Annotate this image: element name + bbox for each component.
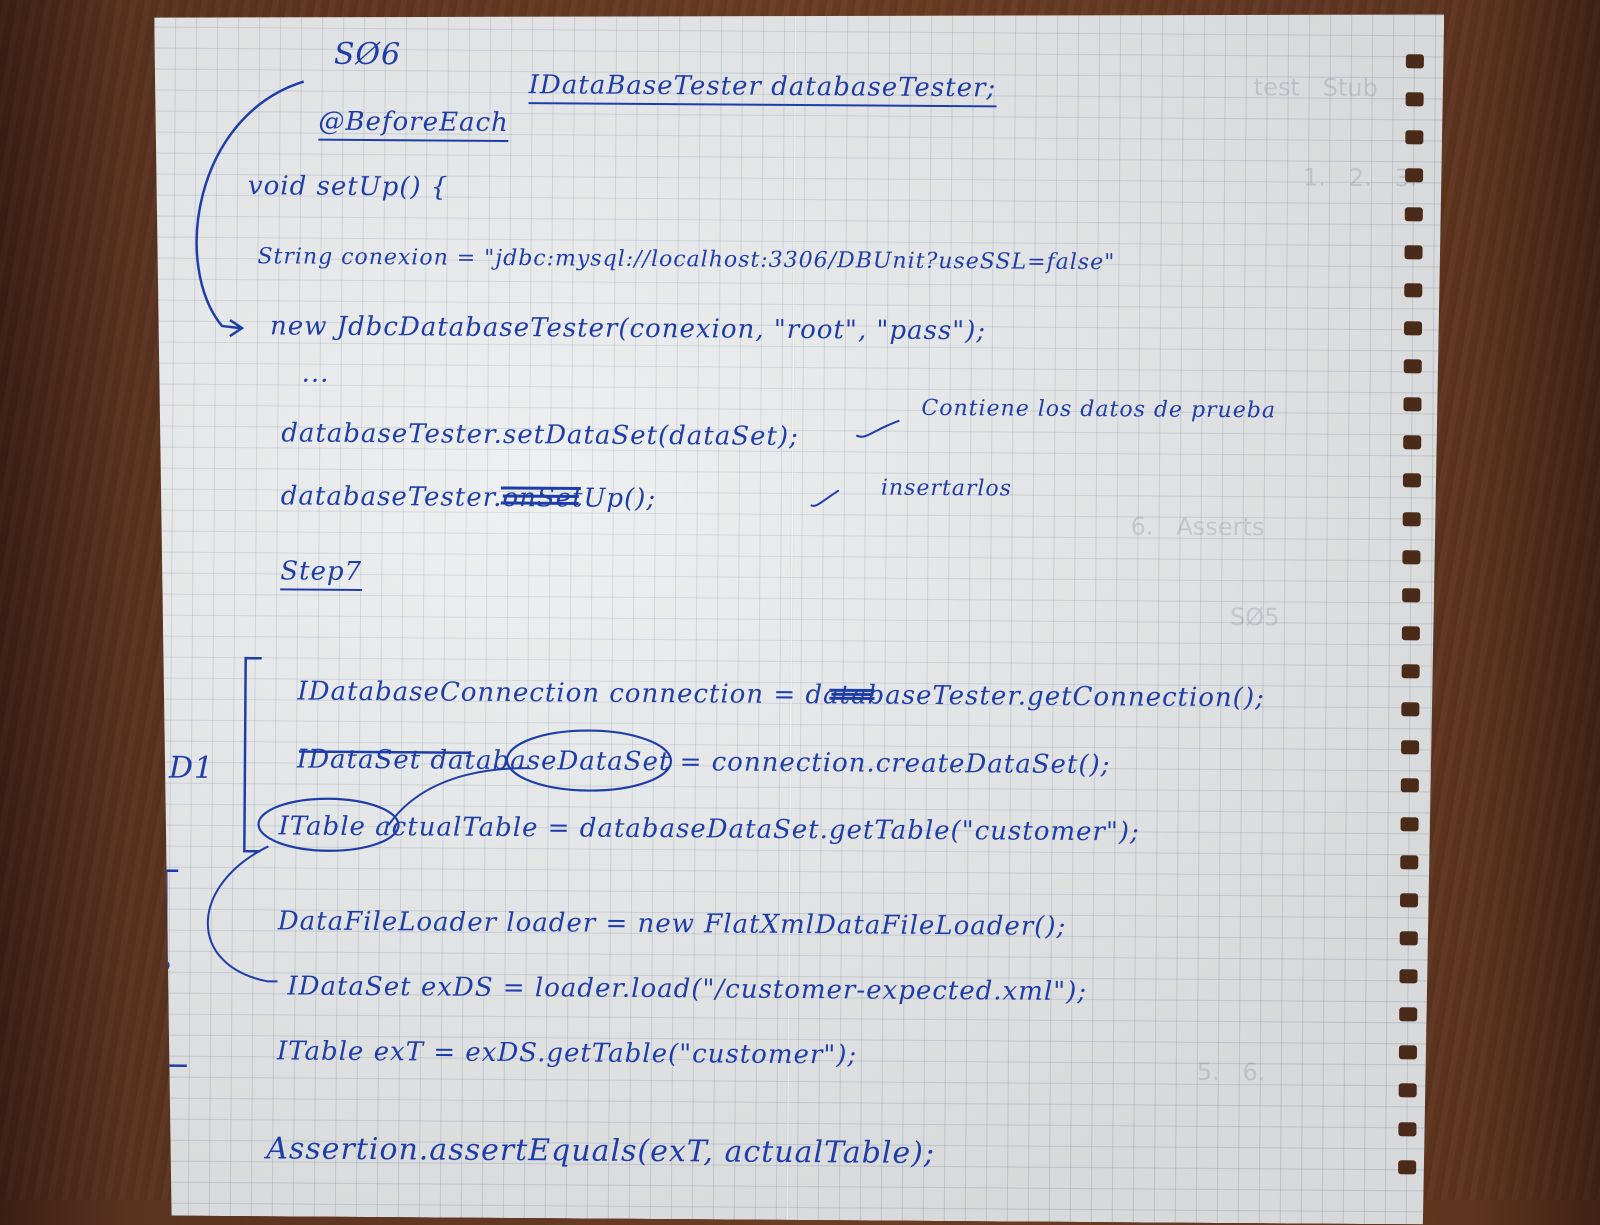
ellipsis: ... <box>301 358 330 389</box>
dataset-line: IDataSet databaseDataSet = connection.cr… <box>296 744 1111 781</box>
on-setup-line: databaseTester.onSetUp(); <box>280 481 657 515</box>
set-dataset-note: Contiene los datos de prueba <box>921 395 1277 424</box>
set-dataset-line: databaseTester.setDataSet(dataSet); <box>281 418 799 453</box>
d1-label: D1 <box>168 750 215 786</box>
expected-ds-line: IDataSet exDS = loader.load("/customer-e… <box>287 971 1088 1008</box>
method-signature: void setUp() { <box>247 171 449 203</box>
loader-line: DataFileLoader loader = new FlatXmlDataF… <box>277 906 1067 942</box>
annotation-before-each: @BeforeEach <box>318 107 509 142</box>
tester-init: new JdbcDatabaseTester(conexion, "root",… <box>269 311 987 347</box>
notebook-page: test Stub 1. 2. 3. 6. Asserts SØ5 5. 6. … <box>146 6 1444 1225</box>
header-label: SØ6 <box>333 36 402 73</box>
field-declaration: IDataBaseTester databaseTester; <box>529 70 997 107</box>
section-label: Step7 <box>280 556 362 591</box>
pen-strokes <box>146 6 1444 1225</box>
actual-table-line: ITable actualTable = databaseDataSet.get… <box>278 811 1140 848</box>
assertion-line: Assertion.assertEquals(exT, actualTable)… <box>266 1131 936 1171</box>
expected-table-line: ITable exT = exDS.getTable("customer"); <box>276 1036 858 1071</box>
on-setup-note: insertarlos <box>880 475 1013 502</box>
